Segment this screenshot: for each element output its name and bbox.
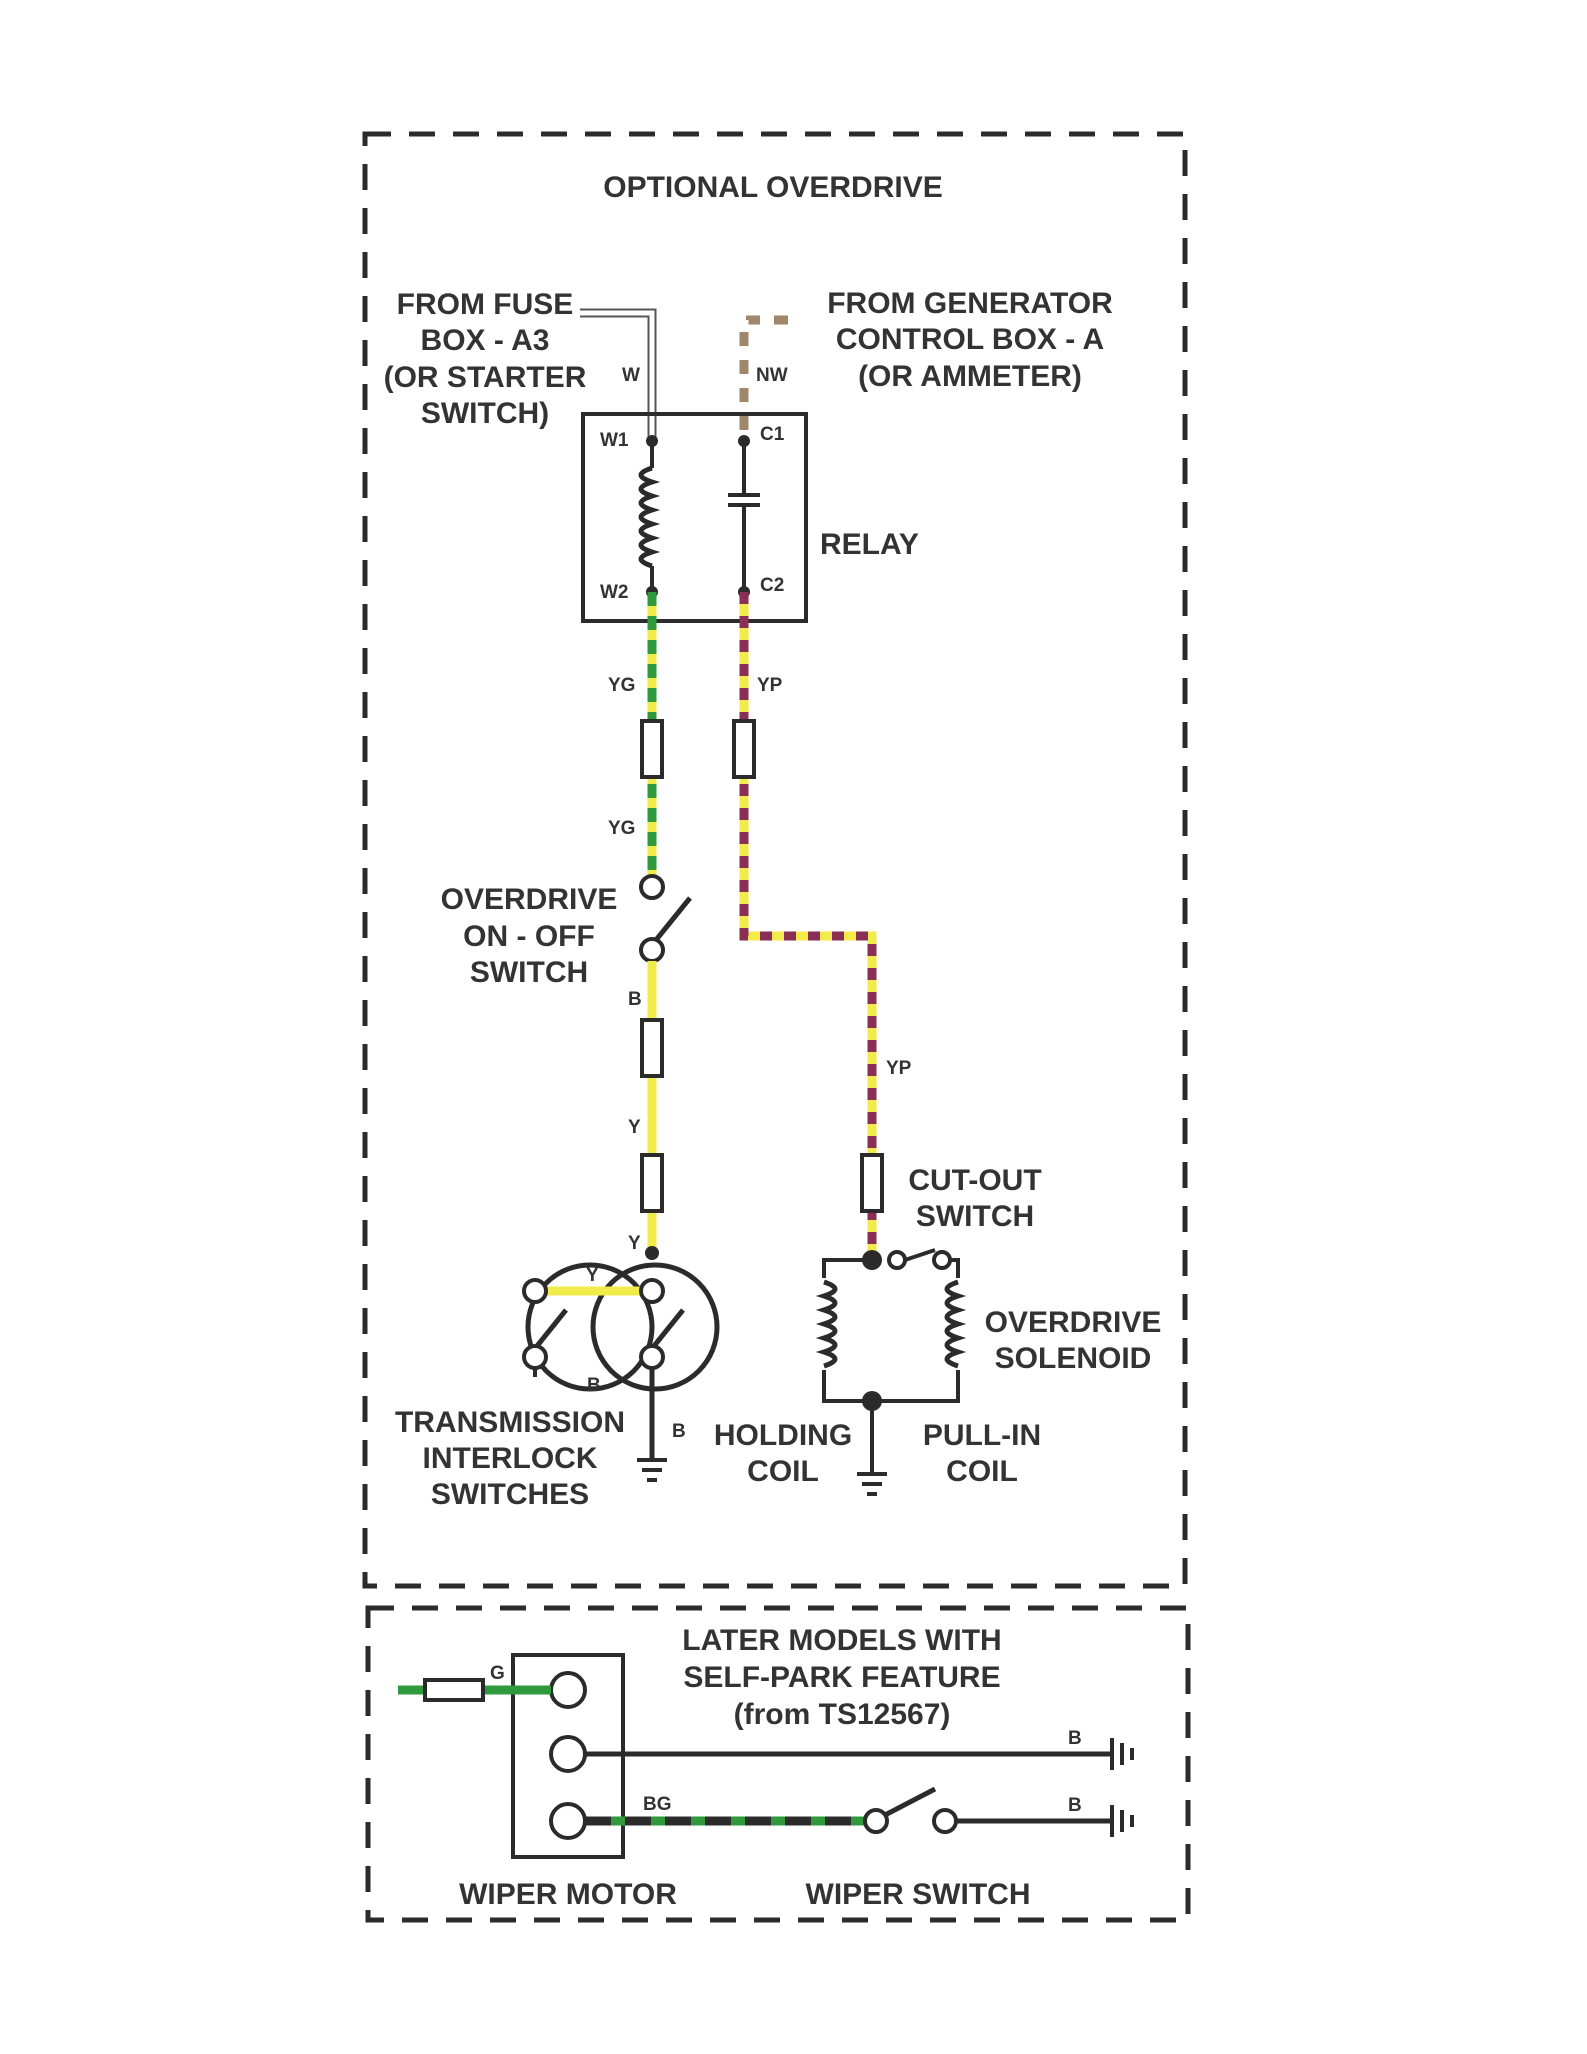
wire-code-g: G: [490, 1663, 505, 1684]
wiper-terminal-2: [549, 1735, 587, 1773]
svg-text:FROM FUSE: FROM FUSE: [397, 288, 574, 321]
wire-code-nw: NW: [756, 365, 788, 386]
relay-label: RELAY: [820, 528, 919, 561]
relay-terminal-c1: C1: [760, 424, 785, 445]
svg-text:CONTROL BOX - A: CONTROL BOX - A: [836, 323, 1104, 356]
wire-code-b-interlock: B: [587, 1375, 601, 1396]
wiper-terminal-1: [549, 1671, 587, 1709]
svg-text:FROM GENERATOR: FROM GENERATOR: [827, 287, 1113, 320]
svg-text:(OR AMMETER): (OR AMMETER): [858, 360, 1082, 393]
svg-text:SWITCHES: SWITCHES: [431, 1478, 589, 1511]
white-wire: [580, 308, 657, 440]
overdrive-solenoid: [815, 1248, 967, 1474]
wire-code-yg-lower: YG: [608, 818, 635, 839]
cutout-switch-connector: [860, 1153, 884, 1213]
svg-text:TRANSMISSION: TRANSMISSION: [395, 1406, 625, 1439]
wire-code-b-ground: B: [672, 1421, 686, 1442]
svg-text:SWITCH: SWITCH: [916, 1200, 1034, 1233]
holding-coil-label: HOLDING COIL: [714, 1419, 852, 1488]
svg-text:OVERDRIVE: OVERDRIVE: [985, 1306, 1162, 1339]
g-connector: [423, 1678, 485, 1702]
wiper-motor-label: WIPER MOTOR: [459, 1878, 677, 1911]
svg-text:CUT-OUT: CUT-OUT: [908, 1164, 1041, 1197]
overdrive-title: OPTIONAL OVERDRIVE: [603, 171, 943, 204]
svg-text:OVERDRIVE: OVERDRIVE: [441, 883, 618, 916]
svg-text:(OR STARTER: (OR STARTER: [384, 361, 587, 394]
relay-terminal-c2: C2: [760, 575, 784, 596]
svg-text:SWITCH: SWITCH: [470, 956, 588, 989]
relay-box: [581, 412, 808, 623]
cutout-switch-label: CUT-OUT SWITCH: [908, 1164, 1041, 1233]
svg-text:LATER MODELS WITH: LATER MODELS WITH: [682, 1624, 1001, 1657]
wire-code-bg: BG: [643, 1794, 672, 1815]
svg-text:BOX - A3: BOX - A3: [421, 324, 550, 357]
overdrive-switch-label: OVERDRIVE ON - OFF SWITCH: [441, 883, 618, 989]
relay-coil: [638, 435, 661, 598]
interlock-ground-icon: [637, 1458, 667, 1482]
y-connector: [640, 1153, 664, 1213]
overdrive-switch: [639, 874, 692, 963]
wire-code-y-low: Y: [628, 1233, 641, 1254]
wire-code-w: W: [622, 365, 640, 386]
wire-code-yp-lower: YP: [886, 1058, 912, 1079]
svg-text:INTERLOCK: INTERLOCK: [423, 1442, 598, 1475]
wire-code-yg-upper: YG: [608, 675, 635, 696]
wire-code-b-bottom: B: [1068, 1795, 1082, 1816]
svg-text:SELF-PARK FEATURE: SELF-PARK FEATURE: [683, 1661, 1000, 1694]
relay-terminal-w2: W2: [600, 582, 629, 603]
svg-text:SWITCH): SWITCH): [421, 397, 549, 430]
from-generator-label: FROM GENERATOR CONTROL BOX - A (OR AMMET…: [827, 287, 1113, 393]
wire-code-b-switch: B: [628, 989, 642, 1010]
relay-contacts: [728, 435, 760, 598]
b-connector: [640, 1018, 664, 1078]
yp-connector: [732, 719, 756, 779]
solenoid-label: OVERDRIVE SOLENOID: [985, 1306, 1162, 1375]
wiper-switch-label: WIPER SWITCH: [806, 1878, 1031, 1911]
wiper-terminal-3: [549, 1802, 587, 1840]
svg-text:SOLENOID: SOLENOID: [995, 1342, 1152, 1375]
svg-text:COIL: COIL: [946, 1455, 1018, 1488]
wire-code-y-bridge: Y: [586, 1265, 599, 1286]
solenoid-ground-icon: [857, 1472, 887, 1496]
wiper-section-title: LATER MODELS WITH SELF-PARK FEATURE (fro…: [682, 1624, 1001, 1731]
svg-text:ON - OFF: ON - OFF: [463, 920, 595, 953]
svg-text:PULL-IN: PULL-IN: [923, 1419, 1041, 1452]
svg-text:(from TS12567): (from TS12567): [734, 1698, 951, 1731]
brown-white-wire: [739, 315, 802, 440]
svg-text:COIL: COIL: [747, 1455, 819, 1488]
pullin-coil-label: PULL-IN COIL: [923, 1419, 1041, 1488]
relay-terminal-w1: W1: [600, 430, 629, 451]
wire-code-y-mid: Y: [628, 1117, 641, 1138]
wiper-switch: [863, 1786, 1112, 1834]
interlock-switches: [522, 1246, 720, 1460]
from-fuse-label: FROM FUSE BOX - A3 (OR STARTER SWITCH): [384, 288, 587, 430]
interlock-label: TRANSMISSION INTERLOCK SWITCHES: [395, 1406, 625, 1511]
wire-code-yp-upper: YP: [757, 675, 783, 696]
svg-text:HOLDING: HOLDING: [714, 1419, 852, 1452]
wiper-section-border: [365, 1605, 1191, 1923]
ground-icon-top: [1110, 1738, 1134, 1770]
ground-icon-bottom: [1110, 1805, 1134, 1837]
wire-code-b-top: B: [1068, 1728, 1082, 1749]
overdrive-section-border: [362, 131, 1188, 1589]
yg-connector-1: [640, 719, 664, 779]
